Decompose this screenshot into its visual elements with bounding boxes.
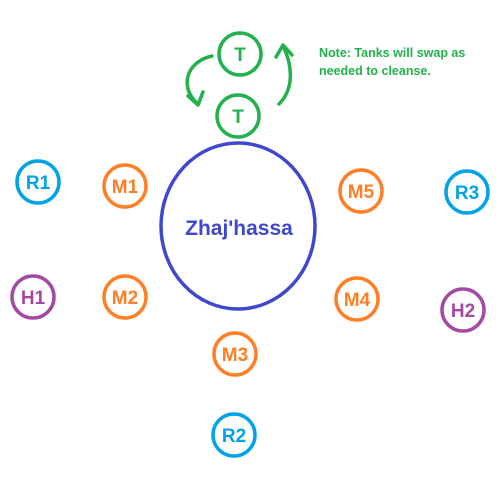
marker-label: R1	[26, 173, 51, 194]
marker-ranged-2: R2	[211, 412, 257, 458]
marker-ring	[15, 159, 61, 205]
marker-label: H1	[21, 288, 46, 309]
marker-label: M5	[348, 182, 375, 203]
marker-ring	[440, 287, 486, 333]
marker-tank-1: T	[217, 31, 263, 77]
swap-arrow-left	[185, 54, 214, 105]
marker-ranged-3: R3	[444, 169, 490, 215]
marker-healer-1: H1	[10, 274, 56, 320]
marker-label: M2	[112, 288, 138, 309]
marker-ring	[444, 169, 490, 215]
marker-melee-3: M3	[212, 331, 258, 377]
marker-ring	[10, 274, 56, 320]
marker-ring	[212, 331, 258, 377]
swap-arrow-left-head	[186, 90, 205, 107]
tank-swap-note: Note: Tanks will swap as needed to clean…	[319, 44, 499, 80]
marker-label: M4	[344, 290, 371, 311]
marker-ranged-1: R1	[15, 159, 61, 205]
marker-label: M1	[112, 177, 139, 198]
marker-label: T	[232, 107, 244, 128]
marker-label: H2	[451, 301, 475, 322]
marker-ring	[215, 93, 261, 139]
marker-ring	[217, 31, 263, 77]
marker-melee-1: M1	[102, 163, 148, 209]
swap-arrow-right	[277, 44, 293, 106]
note-line-1: Note: Tanks will swap as	[319, 46, 466, 60]
marker-label: M3	[222, 345, 248, 366]
marker-label: R2	[222, 426, 246, 447]
marker-melee-2: M2	[102, 274, 148, 320]
marker-label: R3	[455, 183, 479, 204]
note-line-2: needed to cleanse.	[319, 64, 431, 78]
marker-label: T	[234, 45, 246, 66]
boss-name: Zhaj'hassa	[185, 217, 293, 240]
marker-ring	[211, 412, 257, 458]
marker-melee-5: M5	[338, 168, 384, 214]
swap-arrows-icon	[185, 43, 294, 107]
marker-ring	[334, 276, 380, 322]
marker-ring	[338, 168, 384, 214]
boss-ring	[159, 141, 317, 311]
marker-melee-4: M4	[334, 276, 380, 322]
swap-arrow-right-head	[274, 43, 294, 59]
marker-tank-2: T	[215, 93, 261, 139]
marker-ring	[102, 274, 148, 320]
marker-healer-2: H2	[440, 287, 486, 333]
marker-ring	[102, 163, 148, 209]
